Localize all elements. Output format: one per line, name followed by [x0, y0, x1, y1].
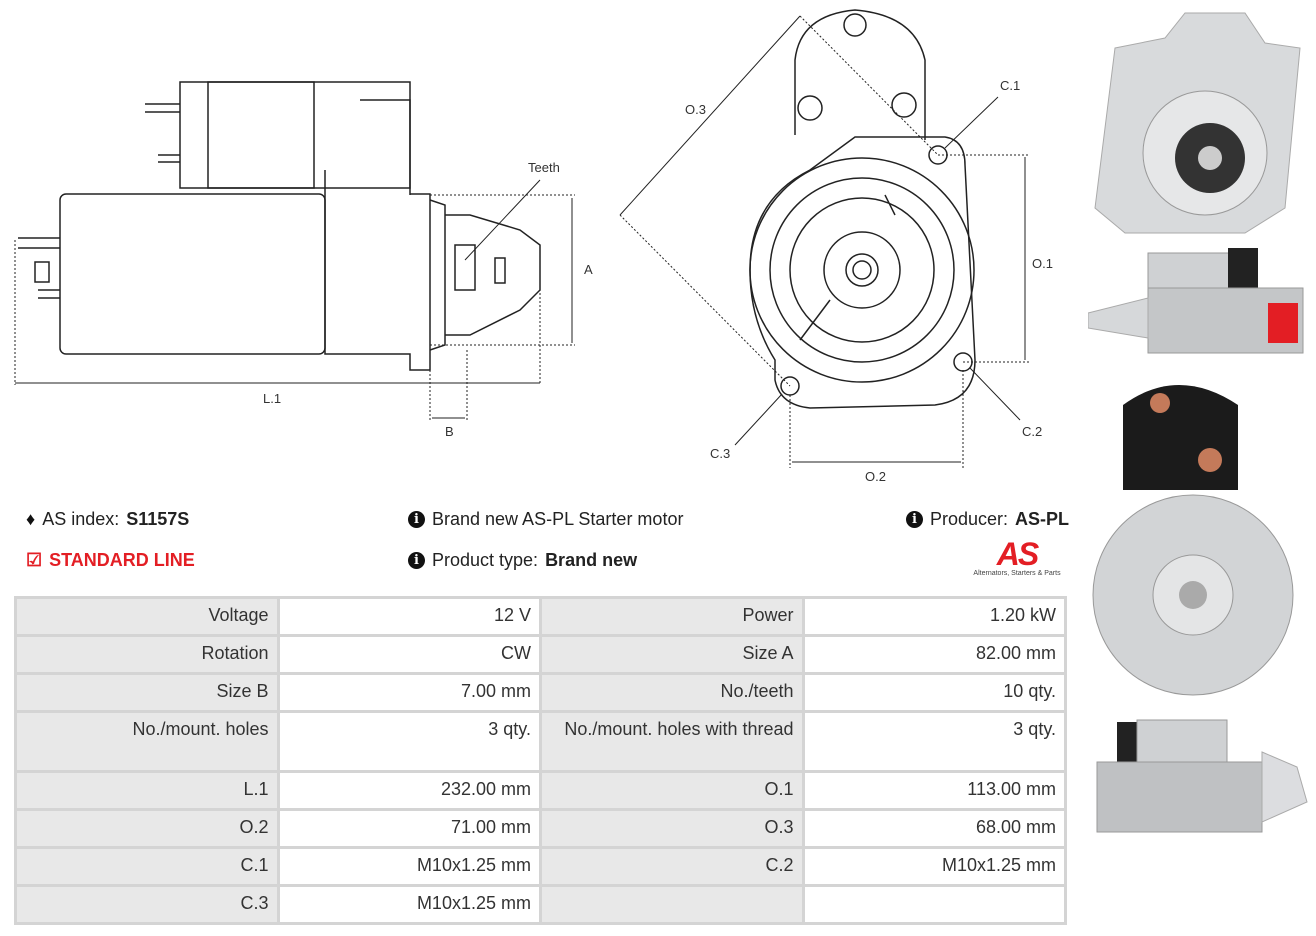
spec-label: No./teeth — [538, 672, 805, 713]
label-o2: O.2 — [865, 469, 886, 484]
label-c1: C.1 — [1000, 78, 1021, 93]
producer-label: Producer: — [930, 509, 1009, 529]
spec-value: 7.00 mm — [276, 672, 542, 713]
spec-label: Voltage — [14, 596, 280, 637]
logo-mark: AS — [996, 536, 1039, 572]
product-photo-side — [1088, 248, 1304, 354]
label-a: A — [584, 262, 593, 277]
as-index-label: AS index: — [42, 509, 120, 529]
tags-icon: ♦ — [26, 509, 36, 529]
spec-value: CW — [276, 634, 542, 675]
checkbox-icon: ☑ — [26, 550, 43, 570]
spec-value: 10 qty. — [801, 672, 1068, 713]
spec-value: 3 qty. — [276, 710, 542, 773]
label-o3: O.3 — [685, 102, 706, 117]
logo-tagline: Alternators, Starters & Parts — [973, 570, 1061, 577]
spec-value: M10x1.25 mm — [276, 846, 542, 887]
label-b: B — [445, 424, 454, 439]
spec-label: Rotation — [14, 634, 280, 675]
spec-label: O.2 — [14, 808, 280, 849]
spec-value — [801, 884, 1068, 925]
label-teeth: Teeth — [528, 160, 560, 175]
spec-value: 82.00 mm — [801, 634, 1068, 675]
info-icon: i — [408, 552, 425, 569]
product-photo-front — [1094, 12, 1301, 234]
producer-value: AS-PL — [1015, 509, 1070, 529]
spec-label: C.3 — [14, 884, 280, 925]
spec-value: 113.00 mm — [801, 770, 1068, 811]
spec-label: C.2 — [538, 846, 805, 887]
side-view-drawing — [14, 81, 575, 420]
info-icon: i — [906, 511, 923, 528]
spec-label: O.3 — [538, 808, 805, 849]
spec-label: No./mount. holes — [14, 710, 280, 773]
spec-label: O.1 — [538, 770, 805, 811]
info-icon: i — [408, 511, 425, 528]
spec-label: No./mount. holes with thread — [538, 710, 805, 773]
label-l1: L.1 — [263, 391, 282, 406]
description: i Brand new AS-PL Starter motor — [408, 509, 683, 530]
label-c2: C.2 — [1022, 424, 1043, 439]
spec-label: C.1 — [14, 846, 280, 887]
product-type-value: Brand new — [545, 550, 638, 570]
spec-value: M10x1.25 mm — [276, 884, 542, 925]
product-photo-side-2 — [1096, 719, 1308, 833]
spec-value: M10x1.25 mm — [801, 846, 1068, 887]
as-pl-logo: AS Alternators, Starters & Parts — [962, 538, 1072, 577]
front-view-drawing — [619, 9, 1030, 468]
spec-value: 3 qty. — [801, 710, 1068, 773]
spec-value: 71.00 mm — [276, 808, 542, 849]
spec-label: L.1 — [14, 770, 280, 811]
spec-label: Power — [538, 596, 805, 637]
spec-value: 12 V — [276, 596, 542, 637]
spec-label: Size B — [14, 672, 280, 713]
label-o1: O.1 — [1032, 256, 1053, 271]
product-type: i Product type: Brand new — [408, 550, 637, 571]
spec-value: 1.20 kW — [801, 596, 1068, 637]
spec-label: Size A — [538, 634, 805, 675]
spec-label — [538, 884, 805, 925]
label-c3: C.3 — [710, 446, 731, 461]
as-index: ♦ AS index: S1157S — [26, 509, 189, 530]
standard-line-label: STANDARD LINE — [49, 550, 195, 570]
producer: i Producer: AS-PL — [906, 509, 1069, 530]
as-index-value: S1157S — [126, 509, 190, 529]
product-type-label: Product type: — [432, 550, 539, 570]
product-photo-rear — [1092, 385, 1294, 696]
standard-line: ☑ STANDARD LINE — [26, 550, 195, 571]
description-text: Brand new AS-PL Starter motor — [432, 509, 684, 529]
spec-value: 232.00 mm — [276, 770, 542, 811]
spec-value: 68.00 mm — [801, 808, 1068, 849]
